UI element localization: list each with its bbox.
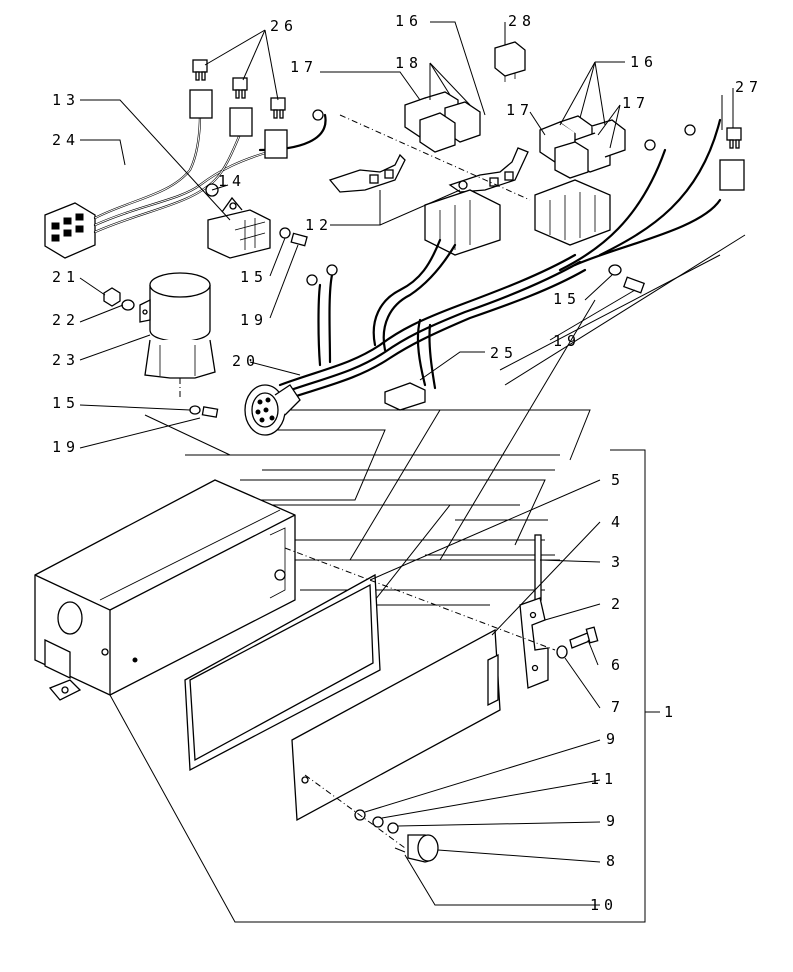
callout-26: 26: [270, 17, 298, 35]
callout-19-upper: 19: [240, 311, 268, 329]
callout-16-right: 16: [630, 53, 658, 71]
callout-3: 3: [611, 553, 625, 571]
bolt-15-19-right: [608, 264, 646, 294]
callout-8: 8: [606, 852, 620, 870]
callout-12: 12: [305, 216, 333, 234]
callout-25: 25: [490, 344, 518, 362]
callout-17-mid: 17: [506, 101, 534, 119]
bolt-15-19-upper: [279, 227, 308, 247]
callout-17-right: 17: [622, 94, 650, 112]
hinge-pin-3: [534, 534, 542, 601]
callout-18: 18: [395, 54, 423, 72]
main-wiring-harness: [278, 118, 722, 400]
round-connector-20: [244, 384, 301, 436]
knob-assembly-8-9-10-11: [354, 809, 439, 863]
callout-27: 27: [735, 78, 763, 96]
hinge-2: [519, 597, 549, 689]
gasket-5: [184, 573, 381, 772]
callout-7: 7: [611, 698, 625, 716]
callout-24: 24: [52, 131, 80, 149]
enclosure-box: [34, 479, 296, 701]
cover-plate-4: [291, 628, 501, 822]
callout-9-lower: 9: [606, 812, 620, 830]
fuses-26: [189, 59, 288, 159]
flasher-unit-23: [139, 272, 216, 400]
assembly-axis-lines: [284, 114, 556, 849]
callout-19-lower: 19: [52, 438, 80, 456]
callout-21: 21: [52, 268, 80, 286]
relay-28: [494, 41, 526, 82]
relay-group-17-right: [539, 115, 626, 179]
callout-28: 28: [508, 12, 536, 30]
callout-2: 2: [611, 595, 625, 613]
callout-9-upper: 9: [606, 730, 620, 748]
callout-23: 23: [52, 351, 80, 369]
leader-lines: [79, 21, 734, 923]
callout-10: 10: [590, 896, 618, 914]
callout-4: 4: [611, 513, 625, 531]
callout-labels: 26 16 28 17 18 16 17 17 27 13 24 14 12 1…: [52, 12, 763, 914]
callout-15-lower: 15: [52, 394, 80, 412]
callout-11: 11: [590, 770, 618, 788]
fuses-27: [719, 127, 745, 191]
callout-15-right: 15: [553, 290, 581, 308]
relay-group-18: [404, 91, 481, 153]
callout-1: 1: [664, 703, 678, 721]
callout-6: 6: [611, 656, 625, 674]
bolt-15-19-lower: [189, 405, 219, 418]
callout-22: 22: [52, 311, 80, 329]
relay-sockets: [424, 179, 611, 256]
connector-block-13: [205, 183, 271, 259]
callout-16-top: 16: [395, 12, 423, 30]
callout-5: 5: [611, 471, 625, 489]
screw-washer-6-7: [556, 626, 599, 659]
callout-20: 20: [232, 352, 260, 370]
callout-13: 13: [52, 91, 80, 109]
connector-25: [384, 382, 426, 411]
background-hatching: [144, 234, 746, 606]
callout-15-upper: 15: [240, 268, 268, 286]
callout-14: 14: [218, 172, 246, 190]
callout-17-left: 17: [290, 58, 318, 76]
callout-19-right: 19: [553, 332, 581, 350]
